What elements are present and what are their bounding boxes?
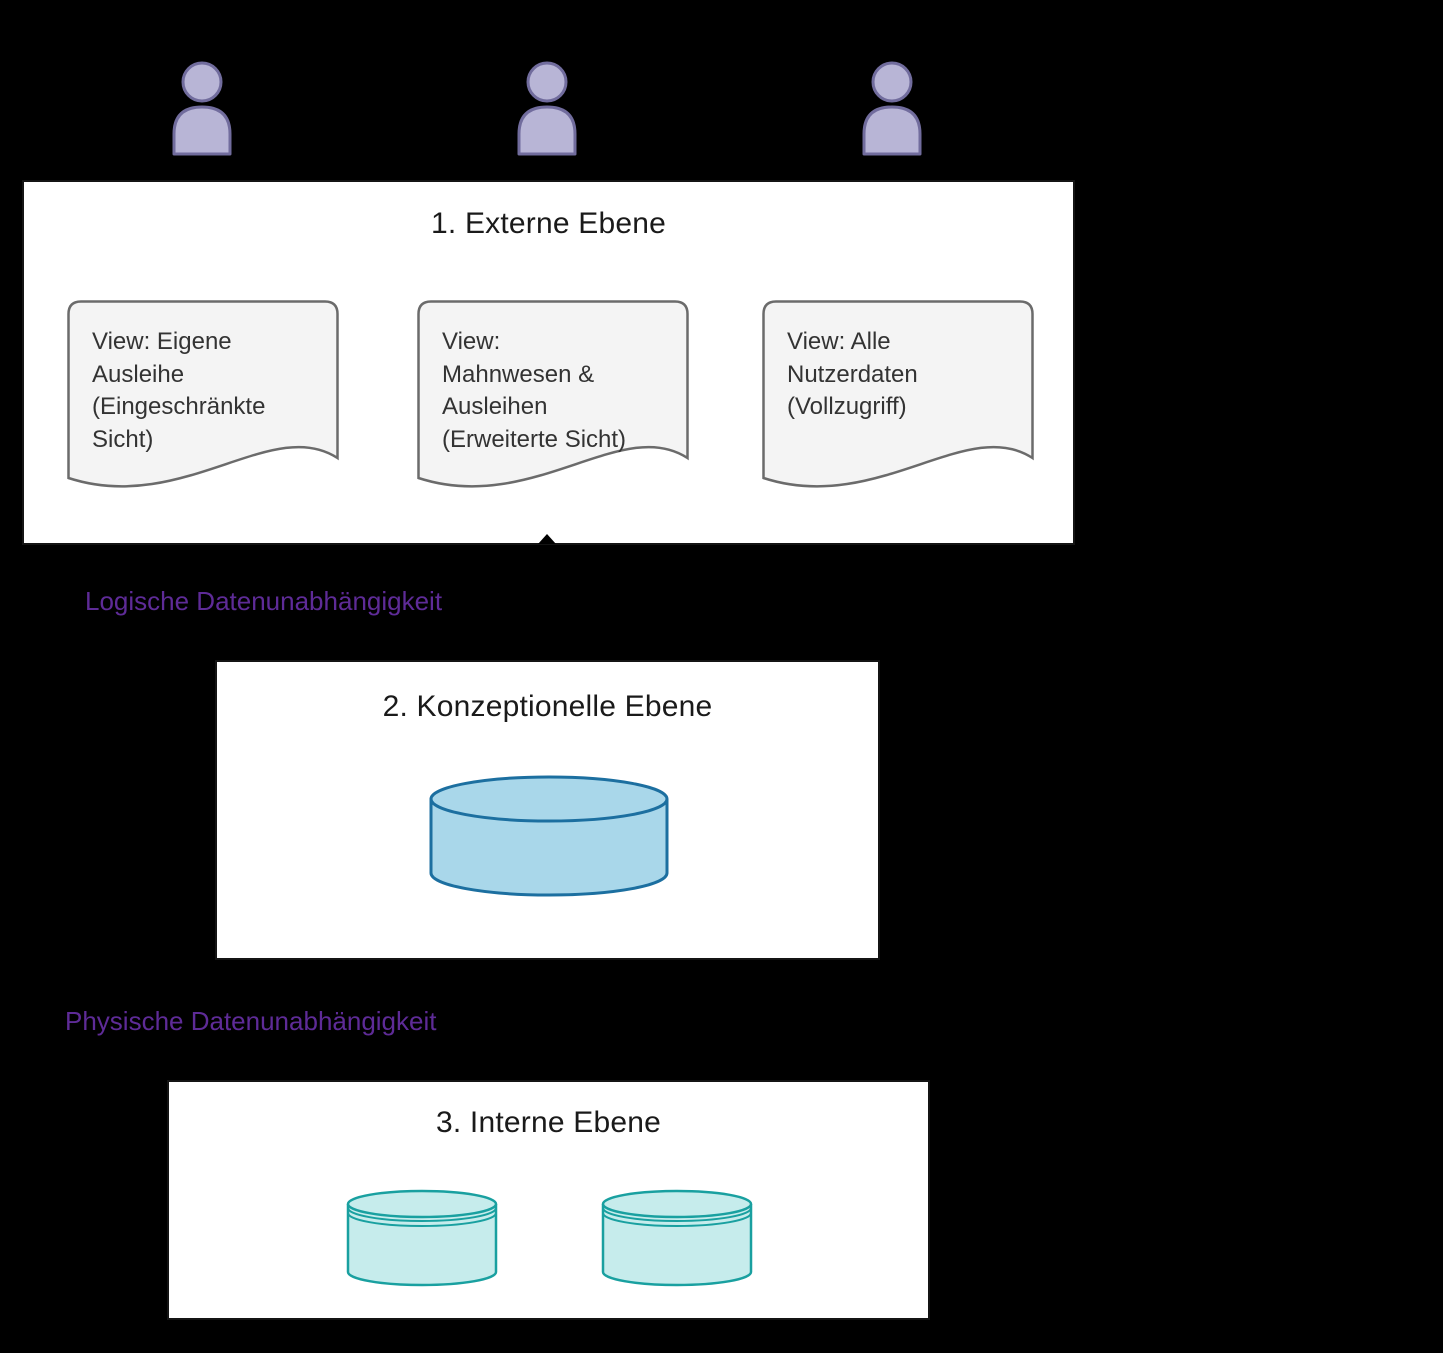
storage-cylinder-icon <box>601 1188 753 1293</box>
logical-independence-label: Logische Datenunabhängigkeit <box>85 586 443 616</box>
view-document: View: Alle Nutzerdaten (Vollzugriff) <box>762 300 1034 500</box>
view-document-text: View: Alle Nutzerdaten (Vollzugriff) <box>787 328 918 421</box>
conceptual-level-panel: 2. Konzeptionelle Ebene <box>215 660 880 960</box>
user-icon <box>853 60 931 156</box>
database-cylinder-icon <box>429 775 669 904</box>
user-icon <box>163 60 241 156</box>
view-document: View: Mahnwesen & Ausleihen (Erweiterte … <box>417 300 689 500</box>
document-shape-icon <box>67 300 339 488</box>
document-shape-icon <box>762 300 1034 488</box>
conceptual-level-title: 2. Konzeptionelle Ebene <box>382 690 713 723</box>
external-level-panel: 1. Externe Ebene View: Eigene Ausleihe (… <box>22 180 1075 545</box>
view-document-text: View: Mahnwesen & Ausleihen (Erweiterte … <box>442 328 627 453</box>
document-shape-icon <box>417 300 689 488</box>
internal-level-title: 3. Interne Ebene <box>435 1106 662 1139</box>
internal-level-panel: 3. Interne Ebene <box>167 1080 930 1320</box>
storage-cylinder-icon <box>346 1188 498 1293</box>
user-icon <box>508 60 586 156</box>
arrow-notch <box>538 534 556 544</box>
external-level-title: 1. Externe Ebene <box>430 207 667 240</box>
view-document-text: View: Eigene Ausleihe (Eingeschränkte Si… <box>92 328 266 453</box>
view-document: View: Eigene Ausleihe (Eingeschränkte Si… <box>67 300 339 500</box>
physical-independence-label: Physische Datenunabhängigkeit <box>65 1006 437 1036</box>
